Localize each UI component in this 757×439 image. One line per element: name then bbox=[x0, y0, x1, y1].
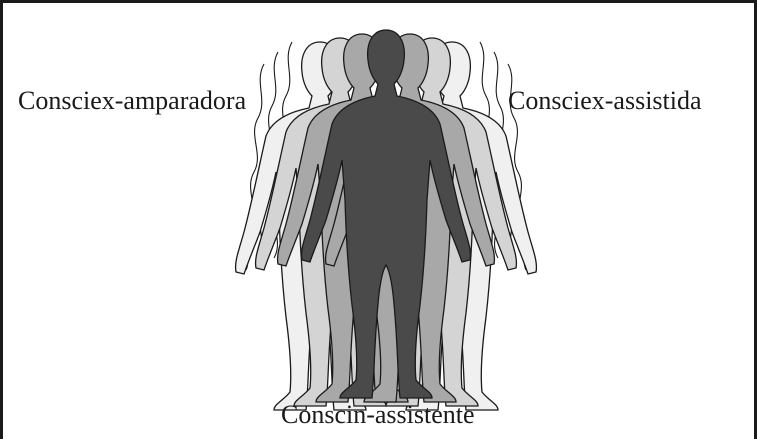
label-consciex-assistida: Consciex-assistida bbox=[508, 88, 702, 114]
label-conscin-assistente: Conscin-assistente bbox=[281, 402, 475, 428]
label-consciex-amparadora: Consciex-amparadora bbox=[18, 88, 246, 114]
